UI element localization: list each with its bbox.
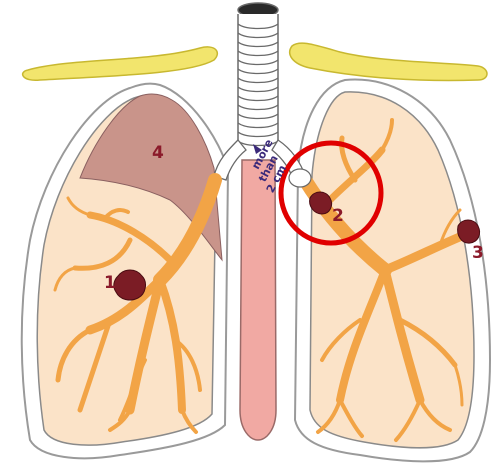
region-4-label: 4 <box>152 143 164 163</box>
tumor-2-label: 2 <box>332 206 344 226</box>
tumor-3 <box>458 220 480 243</box>
esophagus <box>240 160 276 440</box>
tumor-1-label: 1 <box>104 273 116 293</box>
trachea <box>238 3 278 154</box>
right-clavicle <box>290 43 487 80</box>
tumor-3-label: 3 <box>472 243 484 263</box>
left-clavicle <box>23 47 218 80</box>
bronchus-nodule <box>289 169 311 187</box>
